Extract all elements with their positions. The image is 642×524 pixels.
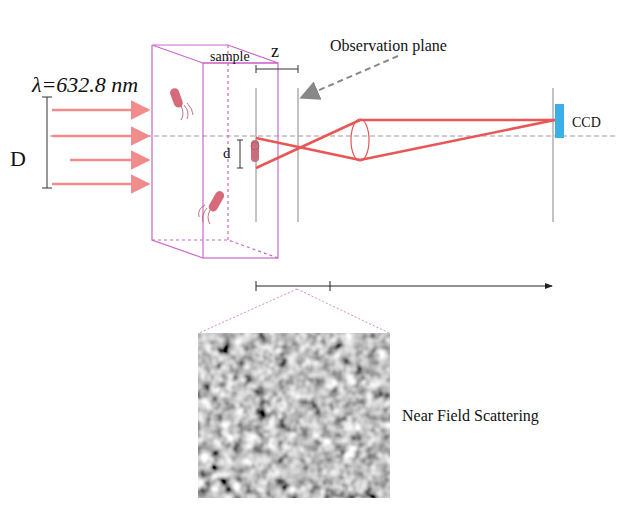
- plane-label: Observation plane: [330, 38, 447, 54]
- sample-label: sample: [210, 50, 250, 64]
- detector-label: CCD: [572, 116, 601, 130]
- beam-width-label: D: [10, 148, 26, 170]
- distance-label: z: [271, 42, 279, 60]
- wavelength-label: λ=632.8 nm: [32, 74, 138, 96]
- image-caption: Near Field Scattering: [402, 408, 539, 424]
- size-label: d: [223, 146, 231, 161]
